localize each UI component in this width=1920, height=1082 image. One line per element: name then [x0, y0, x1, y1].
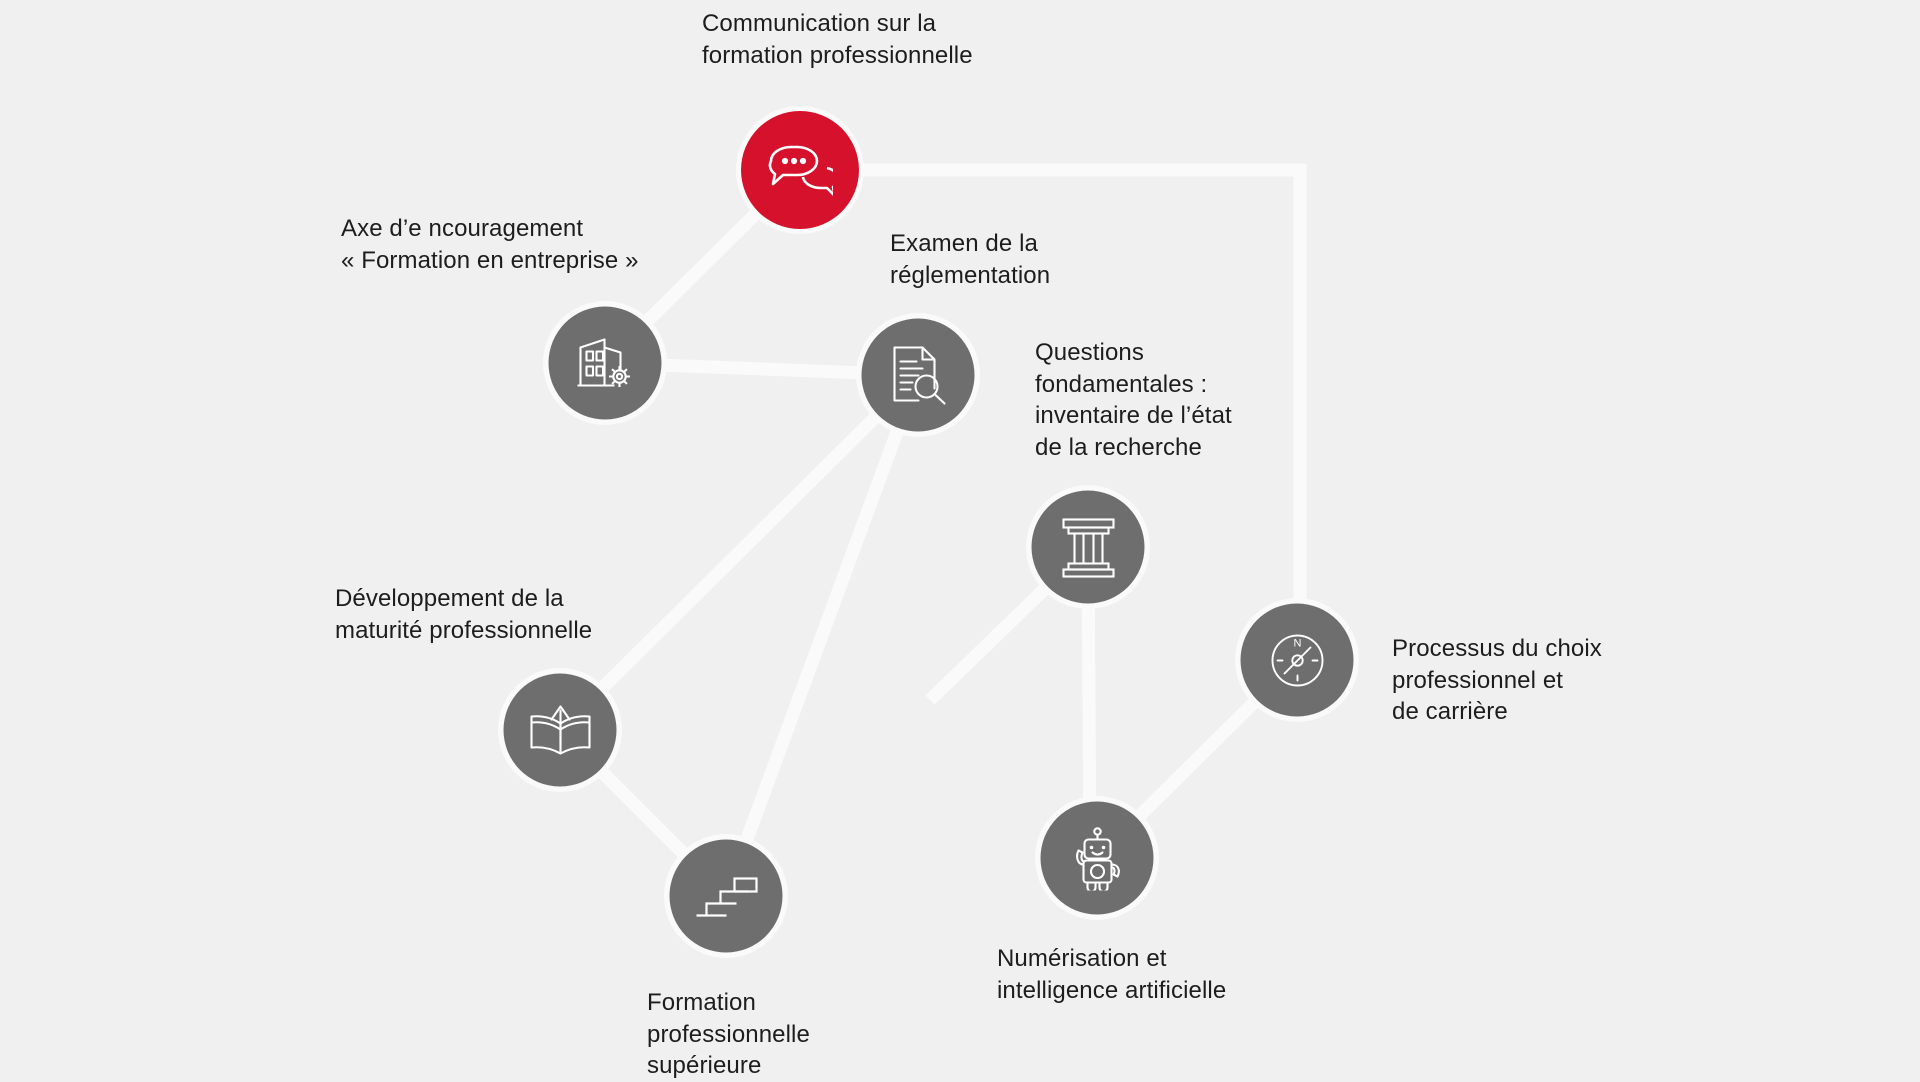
column-pillar-icon: [1061, 517, 1115, 578]
edge-reglementation-to-maturite: [555, 370, 923, 735]
stairs-icon: [696, 876, 758, 917]
label-reglementation: Examen de la réglementation: [890, 230, 1051, 289]
label-maturite: Développement de la maturité professionn…: [335, 585, 593, 644]
svg-text:N: N: [1293, 637, 1301, 649]
label-numerisation: Numérisation et intelligence artificiell…: [997, 945, 1227, 1004]
label-entreprise: Axe d’e ncouragement « Formation en entr…: [341, 215, 639, 274]
node-disc: N: [1240, 603, 1354, 717]
document-magnifier-icon: [892, 345, 946, 405]
node-disc: [548, 306, 662, 420]
open-book-arrow-icon: [529, 704, 591, 755]
label-formation-superieure: Formation professionnelle supérieure: [647, 989, 810, 1080]
building-gear-icon: [577, 337, 630, 387]
compass-icon: N: [1271, 634, 1323, 686]
robot-icon: [1075, 826, 1120, 890]
speech-bubbles-icon: [768, 145, 833, 196]
node-disc: [861, 318, 975, 432]
label-questions-fondamentales: Questions fondamentales : inventaire de …: [1035, 339, 1232, 462]
node-disc: [1040, 801, 1154, 915]
node-disc: [1031, 490, 1145, 604]
node-disc: [503, 673, 617, 787]
node-disc: [741, 111, 859, 229]
node-disc: [669, 839, 783, 953]
edge-reglementation-to-formation-superieure: [719, 372, 925, 899]
label-choix-professionnel: Processus du choix professionnel et de c…: [1392, 635, 1602, 726]
label-communication: Communication sur la formation professio…: [702, 10, 973, 69]
